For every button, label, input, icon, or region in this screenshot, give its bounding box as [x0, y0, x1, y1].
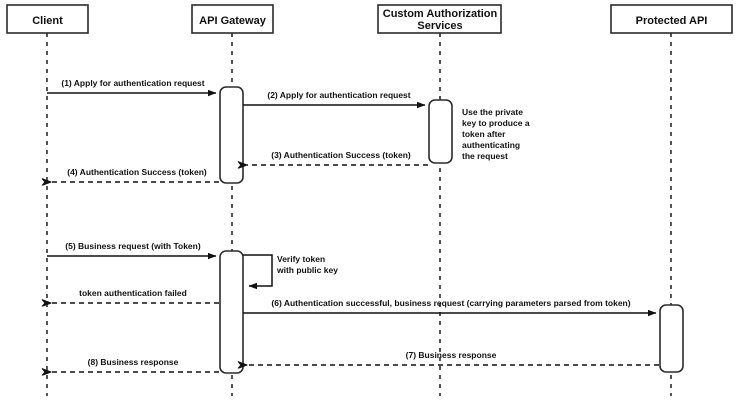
activation-bar-protected-api: [659, 304, 684, 373]
participant-box-api-gateway: [191, 4, 274, 34]
participant-label-custom-authorization-services-line2: Services: [417, 20, 462, 32]
message-1-apply-for-authentication-request[interactable]: (1) Apply for authentication request: [47, 78, 217, 97]
message-7-business-response[interactable]: (7) Business response: [247, 350, 659, 365]
activation-bar-cas-auth: [428, 99, 453, 164]
message-self-verify-token[interactable]: Verify token with public key: [243, 254, 338, 290]
message-label-self-verify-token-line2: with public key: [276, 265, 338, 275]
message-6-authentication-successful-business-request[interactable]: (6) Authentication successful, business …: [243, 298, 657, 317]
message-token-authentication-failed[interactable]: token authentication failed: [51, 288, 219, 303]
participant-label-api-gateway: API Gateway: [199, 15, 267, 27]
message-label-2: (2) Apply for authentication request: [267, 90, 410, 100]
note-use-private-key-line-3: token after: [462, 129, 506, 139]
message-label-6: (6) Authentication successful, business …: [271, 298, 630, 308]
message-label-4: (4) Authentication Success (token): [67, 167, 207, 177]
activation-bars: [219, 86, 684, 374]
message-label-1: (1) Apply for authentication request: [61, 78, 204, 88]
message-label-5: (5) Business request (with Token): [65, 241, 201, 251]
note-use-private-key-line-2: key to produce a: [462, 118, 530, 128]
message-label-8: (8) Business response: [88, 357, 179, 367]
participant-label-custom-authorization-services-line1: Custom Authorization: [383, 8, 498, 20]
message-label-self-verify-token-line1: Verify token: [277, 254, 325, 264]
activation-bar-gateway-business: [219, 250, 244, 374]
note-use-private-key-line-5: the request: [462, 151, 508, 161]
message-arrow-self-verify-token: [243, 254, 273, 290]
activation-bar-gateway-auth: [219, 86, 244, 184]
note-use-private-key-line-4: authenticating: [462, 140, 520, 150]
message-label-token-authentication-failed: token authentication failed: [79, 288, 187, 298]
participant-api-gateway[interactable]: API Gateway: [191, 4, 274, 34]
participant-box-custom-authorization-services: [377, 4, 502, 34]
participant-box-client: [6, 4, 89, 34]
message-8-business-response[interactable]: (8) Business response: [51, 357, 219, 372]
message-3-authentication-success-token[interactable]: (3) Authentication Success (token): [247, 150, 428, 165]
participant-custom-authorization-services[interactable]: Custom Authorization Services: [377, 4, 502, 34]
message-4-authentication-success-token[interactable]: (4) Authentication Success (token): [51, 167, 219, 182]
participant-protected-api[interactable]: Protected API: [610, 4, 733, 34]
lifelines: [46, 33, 672, 396]
participant-label-protected-api: Protected API: [636, 15, 708, 27]
participant-client[interactable]: Client: [6, 4, 89, 34]
note-use-private-key-line-1: Use the private: [462, 107, 523, 117]
message-5-business-request-with-token[interactable]: (5) Business request (with Token): [47, 241, 217, 260]
message-label-3: (3) Authentication Success (token): [271, 150, 411, 160]
note-use-private-key: Use the private key to produce a token a…: [462, 107, 530, 161]
message-label-7: (7) Business response: [406, 350, 497, 360]
message-2-apply-for-authentication-request[interactable]: (2) Apply for authentication request: [243, 90, 426, 109]
participant-label-client: Client: [32, 15, 63, 27]
participant-box-protected-api: [610, 4, 733, 34]
